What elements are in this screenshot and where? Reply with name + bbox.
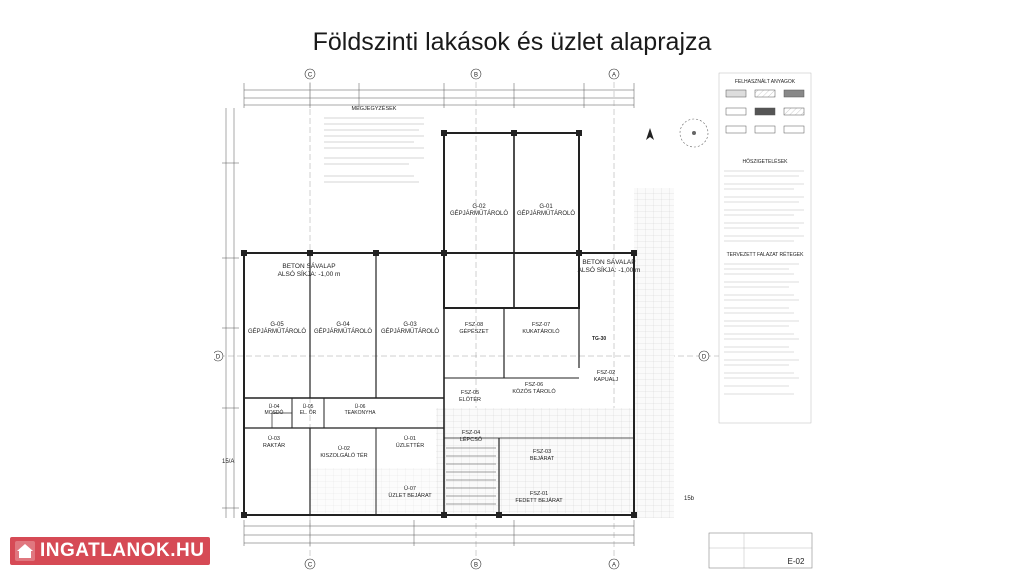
foundation-note-left-line2: ALSÓ SÍKJA: -1,00 m — [278, 269, 341, 278]
floor-plan-sheet: C B A C B A D D 15/A 15b — [212, 68, 814, 571]
room-g04-code: G-04 — [336, 322, 350, 328]
room-g03-name: GÉPJÁRMŰTÁROLÓ — [381, 328, 439, 335]
room-fsz02-name: KAPUALJ — [594, 377, 619, 383]
axis-label-15a: 15/A — [222, 459, 234, 465]
axis-label-d-right: D — [702, 355, 707, 361]
room-g04-name: GÉPJÁRMŰTÁROLÓ — [314, 328, 372, 335]
room-fsz08-code: FSZ-08 — [465, 322, 483, 328]
room-fsz01-code: FSZ-01 — [530, 491, 548, 497]
floor-plan-drawing: C B A C B A D D 15/A 15b — [212, 68, 814, 571]
tg30-label: TG-30 — [592, 336, 606, 342]
axis-label-b-bottom: B — [474, 563, 478, 569]
axis-label-b-top: B — [474, 73, 478, 79]
room-labels: G-02 GÉPJÁRMŰTÁROLÓ G-01 GÉPJÁRMŰTÁROLÓ … — [248, 204, 618, 504]
room-g05-name: GÉPJÁRMŰTÁROLÓ — [248, 328, 306, 335]
room-u07-name: ÜZLET BEJÁRAT — [388, 492, 432, 499]
room-g03-code: G-03 — [403, 322, 417, 328]
foundation-note-right-line1: BETON SÁVALAP — [582, 257, 635, 266]
title-block — [708, 532, 813, 569]
house-icon — [15, 541, 35, 561]
room-fsz06-name: KÖZÖS TÁROLÓ — [512, 388, 556, 395]
room-u03-code: Ü-03 — [268, 435, 280, 442]
right-paving-area — [634, 188, 674, 518]
room-g02-code: G-02 — [472, 204, 486, 210]
top-dimension-lines — [243, 83, 635, 108]
room-u03-name: RAKTÁR — [263, 442, 285, 449]
room-fsz05-code: FSZ-05 — [461, 390, 479, 396]
legend-layers-title: TERVEZETT FALAZAT RÉTEGEK — [727, 251, 805, 258]
room-g01-code: G-01 — [539, 204, 553, 210]
entrance-paving-area — [436, 408, 636, 513]
axis-label-d-left: D — [216, 355, 221, 361]
page-title: Földszinti lakások és üzlet alaprajza — [312, 28, 712, 56]
room-fsz04-name: LÉPCSŐ — [460, 436, 483, 443]
axis-markers — [212, 68, 710, 570]
room-fsz06-code: FSZ-06 — [525, 382, 543, 388]
legend-insulation-title: HŐSZIGETELÉSEK — [742, 158, 788, 165]
room-u01-code: Ü-01 — [404, 435, 416, 442]
room-fsz05-name: ELŐTÉR — [459, 396, 481, 403]
room-u01-name: ÜZLETTÉR — [396, 442, 424, 449]
room-u06-code: Ü-06 — [355, 403, 366, 410]
left-dimension-lines — [222, 108, 239, 518]
insulation-notes — [724, 170, 804, 242]
axis-label-c-bottom: C — [308, 563, 313, 569]
room-u06-name: TEAKONYHA — [345, 410, 377, 416]
room-u05-code: Ü-05 — [303, 403, 314, 410]
room-u07-code: Ü-07 — [404, 485, 416, 492]
room-fsz07-code: FSZ-07 — [532, 322, 550, 328]
material-swatches — [725, 89, 805, 134]
structural-columns — [241, 130, 637, 518]
axis-label-a-top: A — [612, 73, 616, 79]
general-notes-block — [324, 117, 424, 183]
room-fsz03-name: BEJÁRAT — [530, 455, 555, 462]
room-u02-name: KISZOLGÁLÓ TÉR — [320, 452, 367, 459]
legend-materials-title: FELHASZNÁLT ANYAGOK — [735, 78, 796, 85]
legend-panel — [718, 72, 812, 424]
foundation-note-left-line1: BETON SÁVALAP — [282, 261, 335, 270]
room-g05-code: G-05 — [270, 322, 284, 328]
notes-heading: MEGJEGYZÉSEK — [352, 105, 397, 112]
room-fsz08-name: GÉPÉSZET — [459, 328, 489, 335]
room-fsz03-code: FSZ-03 — [533, 449, 551, 455]
room-u04-name: MOSDÓ — [265, 409, 284, 416]
axis-label-c-top: C — [308, 73, 313, 79]
room-fsz02-code: FSZ-02 — [597, 370, 615, 376]
room-fsz07-name: KUKATÁROLÓ — [522, 328, 560, 335]
ingatlanok-logo: INGATLANOK.HU — [10, 537, 210, 565]
room-fsz04-code: FSZ-04 — [462, 430, 480, 436]
site-tree — [679, 118, 709, 148]
wall-layer-notes — [724, 263, 799, 395]
shop-paving-area — [310, 468, 436, 513]
axis-label-a-bottom: A — [612, 563, 616, 569]
north-arrow-icon — [646, 128, 654, 140]
room-u02-code: Ü-02 — [338, 445, 350, 452]
room-fsz01-name: FEDETT BEJÁRAT — [515, 497, 563, 504]
axis-label-15b: 15b — [684, 496, 695, 502]
building-walls — [243, 132, 635, 516]
logo-text: INGATLANOK.HU — [40, 540, 205, 561]
staircase — [446, 447, 496, 505]
room-u05-name: EL. ŐR — [300, 409, 317, 416]
room-u04-code: Ü-04 — [269, 403, 280, 410]
foundation-note-right-line2: ALSÓ SÍKJA: -1,00 m — [578, 265, 641, 274]
room-g01-name: GÉPJÁRMŰTÁROLÓ — [517, 210, 575, 217]
room-g02-name: GÉPJÁRMŰTÁROLÓ — [450, 210, 508, 217]
sheet-number: E-02 — [788, 557, 805, 566]
